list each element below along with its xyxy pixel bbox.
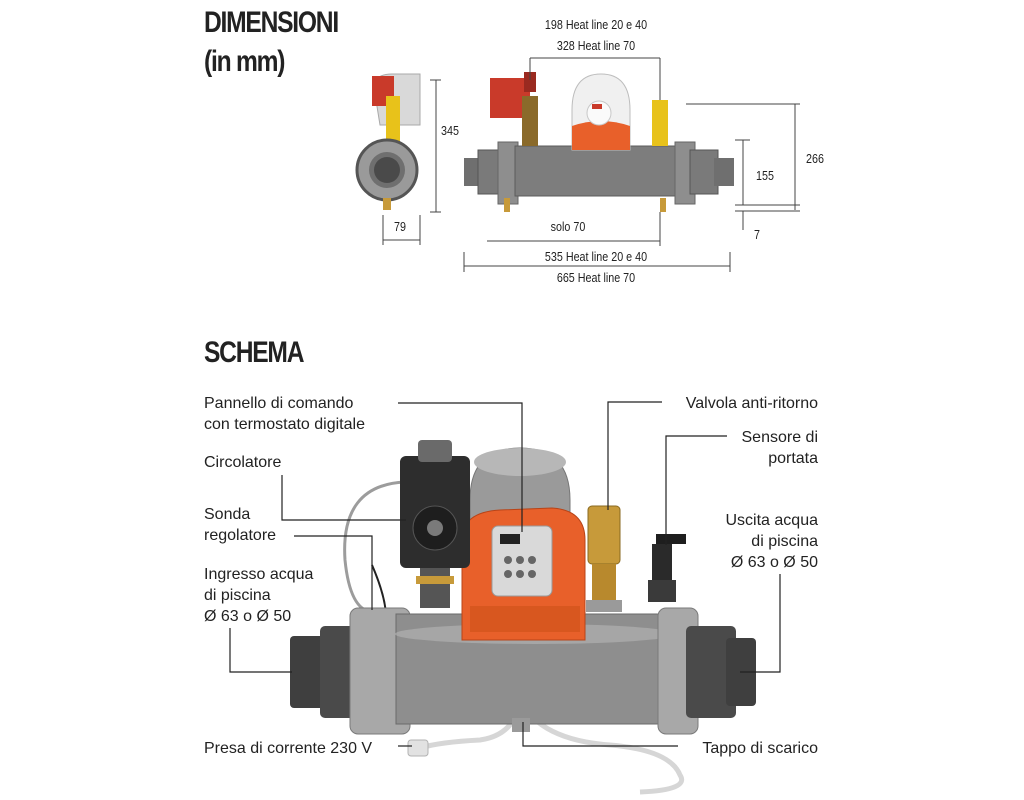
label-ingresso-acqua: Ingresso acqua di piscina Ø 63 o Ø 50 [204,566,314,625]
label-presa-di-corrente: Presa di corrente 230 V [204,740,373,757]
dim-length-2: 665 Heat line 70 [556,271,636,285]
label-pannello-di-comando: Pannello di comando con termostato digit… [204,395,365,433]
dim-height-side: 345 [441,124,459,138]
dim-foot-height: 7 [754,228,760,242]
power-plug-icon [407,739,429,757]
dimensions-unit: (in mm) [204,45,285,78]
label-sensore-di-portata: Sensore di portata [741,429,819,467]
flow-sensor-icon [652,544,672,580]
leader-lines [229,401,781,747]
label-valvola-anti-ritorno: Valvola anti-ritorno [685,395,818,412]
label-tappo-di-scarico: Tappo di scarico [702,740,818,757]
dim-solo-70: solo 70 [550,220,586,234]
dim-top-width-1: 198 Heat line 20 e 40 [544,18,648,32]
schema-title: SCHEMA [204,336,304,369]
label-circolatore: Circolatore [204,454,282,471]
dim-height-body: 155 [756,169,774,183]
dim-depth-side: 79 [394,220,406,234]
dimensions-title: DIMENSIONI [204,6,339,39]
dim-length-1: 535 Heat line 20 e 40 [544,250,648,264]
dim-top-width-2: 328 Heat line 70 [556,39,636,53]
heater-body [290,440,756,735]
label-sonda-regolatore: Sonda regolatore [204,506,277,544]
front-view-heater [464,72,734,212]
label-uscita-acqua: Uscita acqua di piscina Ø 63 o Ø 50 [725,512,819,571]
dim-height-total: 266 [806,152,824,166]
side-view-heater [355,73,421,210]
check-valve-icon [587,505,621,565]
